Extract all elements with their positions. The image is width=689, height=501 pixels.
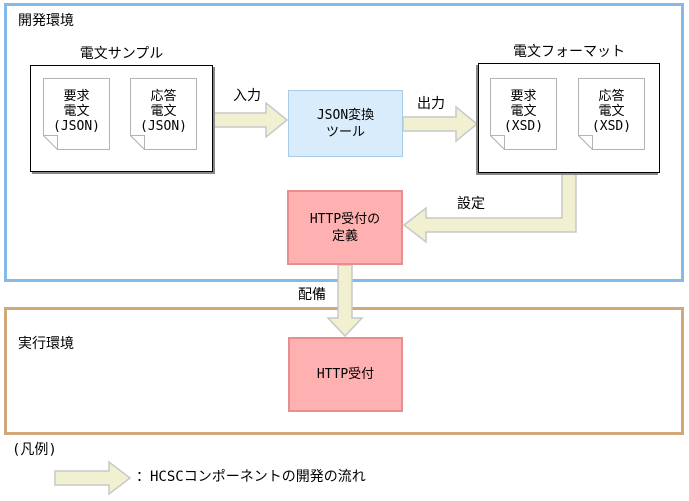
output-arrow-label: 出力 [417,96,445,112]
legend-arrow [54,460,132,496]
deploy-arrow-label: 配備 [298,287,326,303]
setting-arrow-label: 設定 [457,196,485,212]
document-icon [130,78,197,150]
dev-environment-label: 開発環境 [18,13,74,29]
response-message-xsd-label: 応答 電文 (XSD) [591,88,632,134]
response-message-json-label: 応答 電文 (JSON) [140,88,187,134]
document-icon [578,78,645,150]
request-message-json-doc: 要求 電文 (JSON) [43,78,110,150]
message-format-title: 電文フォーマット [513,44,625,60]
http-reception-box: HTTP受付 [288,337,403,412]
request-message-json-label: 要求 電文 (JSON) [53,88,100,134]
exec-environment-label: 実行環境 [18,336,74,352]
http-reception-definition-box: HTTP受付の 定義 [287,190,403,265]
document-icon [43,78,110,150]
response-message-json-doc: 応答 電文 (JSON) [130,78,197,150]
document-icon [490,78,557,150]
response-message-xsd-doc: 応答 電文 (XSD) [578,78,645,150]
json-conversion-tool-box: JSON変換 ツール [288,90,403,157]
input-arrow-label: 入力 [233,88,261,104]
request-message-xsd-label: 要求 電文 (XSD) [503,88,544,134]
legend-title: (凡例) [12,442,57,458]
request-message-xsd-doc: 要求 電文 (XSD) [490,78,557,150]
legend-flow-label: ：HCSCコンポーネントの開発の流れ [136,469,366,485]
message-sample-title: 電文サンプル [79,46,164,62]
